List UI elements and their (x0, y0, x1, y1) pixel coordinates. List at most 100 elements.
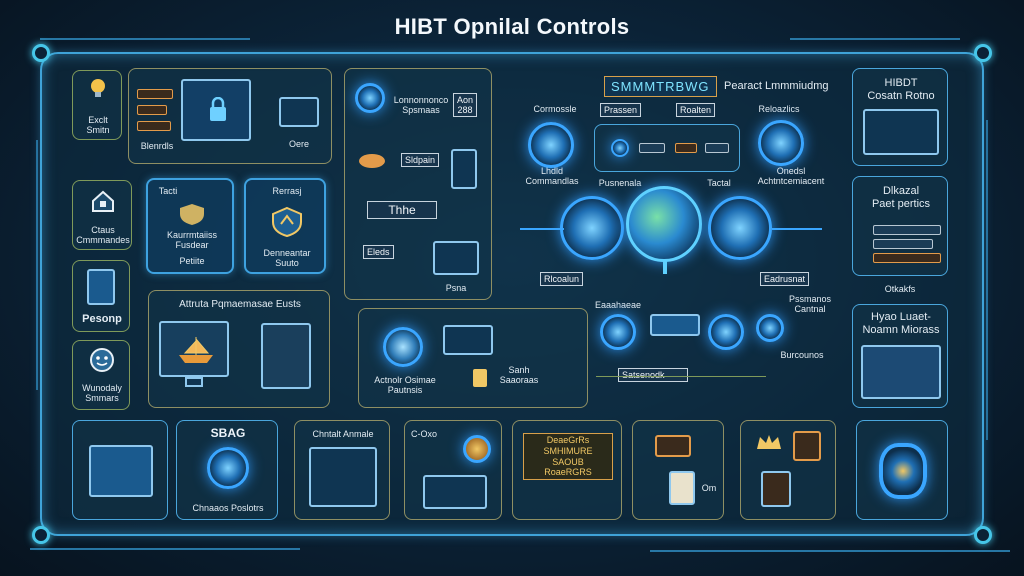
hub-right-chip[interactable]: Eadrusnat (760, 272, 810, 286)
bottom-tile-4[interactable]: C-Oxo (404, 420, 502, 520)
frame-corner-tl (32, 44, 50, 62)
device-icon (87, 269, 115, 305)
bottom-tile-3-screen (309, 447, 377, 507)
center-bottom-right-label: Sanh Saaoraas (499, 365, 539, 386)
top-rail (40, 38, 250, 40)
hub-right-top: Reloazlics (758, 104, 800, 114)
list-chip-1 (137, 89, 173, 99)
bottom-tile-7-chest (761, 471, 791, 507)
bottom-tile-6[interactable]: Om (632, 420, 724, 520)
right-rail (986, 120, 988, 440)
center-orb-small[interactable] (355, 83, 385, 113)
center-top-right-label: Aon 288 (453, 93, 478, 117)
hub-lower-orb-3[interactable] (756, 314, 784, 342)
bottom-rail-right (650, 550, 1010, 552)
center-box[interactable] (433, 241, 479, 275)
bottom-tile-7[interactable] (740, 420, 836, 520)
globe-orb[interactable] (383, 327, 423, 367)
shield-icon (178, 202, 206, 226)
console-node-1 (611, 139, 629, 157)
center-item-2[interactable]: Thhe (367, 201, 437, 219)
hub-chip-mid[interactable]: Roalten (676, 103, 716, 117)
hub-connector-right (772, 228, 822, 230)
left-panel-summary[interactable]: Wunodaly Smmars (72, 340, 130, 410)
bottom-tile-3[interactable]: Chntalt Anmale (294, 420, 390, 520)
hub-left-top: Cormossle (533, 104, 577, 114)
left-panel-4-label: Wunodaly Smmars (82, 383, 122, 404)
center-item-1[interactable]: Sldpain (401, 153, 440, 167)
right-panel-2-bar-3 (873, 253, 941, 263)
bottom-tile-4-card (423, 475, 487, 509)
hub-orb-right[interactable] (708, 196, 772, 260)
hub-connector-left (520, 228, 564, 230)
hub-lower-bar[interactable]: Satsenodk (618, 368, 688, 382)
center-item-3[interactable]: Eleds (363, 245, 394, 259)
right-panel-1-screen (863, 109, 939, 155)
top-left-tag: Blenrdls (140, 141, 174, 151)
bottom-tile-8-ring (879, 443, 927, 499)
right-panel-1-title: HIBDT Cosatn Rotno (867, 77, 935, 102)
card-secondary[interactable]: Rerrasj Denneantar Suuto (244, 178, 326, 274)
bottom-tile-1-device (89, 445, 153, 497)
hub-lower-screen[interactable] (650, 314, 700, 336)
bottom-tile-8[interactable] (856, 420, 948, 520)
frame-corner-bl (32, 526, 50, 544)
bottom-tile-2[interactable]: SBAG Chnaaos Poslotrs (176, 420, 278, 520)
bottom-tile-7-box (793, 431, 821, 461)
frame-corner-tr (974, 44, 992, 62)
ship-icon (175, 335, 217, 365)
desktop-monitor[interactable] (159, 321, 229, 377)
right-panel-control[interactable]: HIBDT Cosatn Rotno (852, 68, 948, 166)
crown-icon (755, 433, 783, 451)
left-panel-commands[interactable]: Ctaus Cmmmandes (72, 180, 132, 250)
center-top-left-label: Lonnonnonco Spsmaas (393, 95, 449, 116)
hub-left-sub: Lhdld Commandlas (525, 166, 579, 187)
center-bottom-panel[interactable] (443, 325, 493, 355)
left-panel-exit-switch[interactable]: Exclt Smitn (72, 70, 122, 140)
bottom-tile-6-doc (669, 471, 695, 505)
hub-chip-left[interactable]: Prassen (600, 103, 642, 117)
page-title: HIBT Opnilal Controls (394, 14, 630, 39)
hub-orb-left[interactable] (560, 196, 624, 260)
bottom-rail (30, 548, 300, 550)
right-panel-mirrors[interactable]: Hyao Luaet- Noamn Miorass (852, 304, 948, 408)
center-phone[interactable] (451, 149, 477, 189)
right-panel-2-bar-2 (873, 239, 933, 249)
list-chip-2 (137, 105, 167, 115)
card-primary[interactable]: Tacti Kaurrmtaiiss Fusdear Petiite (146, 178, 234, 274)
hub-globe[interactable] (626, 186, 702, 262)
bottom-tile-4-title: C-Oxo (411, 429, 438, 439)
hub-lower-orb-1[interactable] (600, 314, 636, 350)
bottom-tile-3-title: Chntalt Anmale (312, 429, 374, 439)
cabinet[interactable] (261, 323, 311, 389)
hub-lower-right: Pssmanos Cantnal (788, 294, 832, 315)
document-icon (473, 369, 487, 387)
hub-lower-orb-2[interactable] (708, 314, 744, 350)
main-monitor[interactable] (181, 79, 251, 141)
hub-globe-stand (663, 260, 667, 274)
right-panel-2-bar-1 (873, 225, 941, 235)
frame-corner-br (974, 526, 992, 544)
hub-orb-right-top[interactable] (758, 120, 804, 166)
hub-console[interactable] (594, 124, 740, 172)
bottom-tile-5-title: DeaeGrRs SMHIMURE SAOUB RoaeRGRS (523, 433, 613, 481)
bottom-tile-6-screen (655, 435, 691, 457)
right-panel-3-caption: Otkakfs (884, 284, 916, 294)
monitor-stand (185, 377, 203, 387)
center-bottom-left-label: Actnolr Osimae Pautnsis (374, 375, 436, 396)
left-panel-person[interactable]: Pesonp (72, 260, 130, 332)
side-monitor[interactable] (279, 97, 319, 127)
console-bar-3 (705, 143, 729, 153)
bottom-tile-1[interactable] (72, 420, 168, 520)
card-secondary-bottom: Denneantar Suuto (263, 248, 311, 269)
top-left-block: Blenrdls Oere (128, 68, 332, 164)
hub-left-chip[interactable]: Rlcoalun (540, 272, 584, 286)
bottom-tile-5[interactable]: DeaeGrRs SMHIMURE SAOUB RoaeRGRS (512, 420, 622, 520)
lightbulb-icon (87, 77, 109, 99)
hub-lower-connector (596, 376, 766, 377)
resource-panel-title: Attruta Pqmaemasae Eusts (179, 299, 301, 310)
right-panel-parts[interactable]: Dlkazal Paet pertics (852, 176, 948, 276)
bottom-tile-6-text: Om (701, 483, 717, 493)
hub-orb-left-top[interactable] (528, 122, 574, 168)
top-rail-right (790, 38, 960, 40)
